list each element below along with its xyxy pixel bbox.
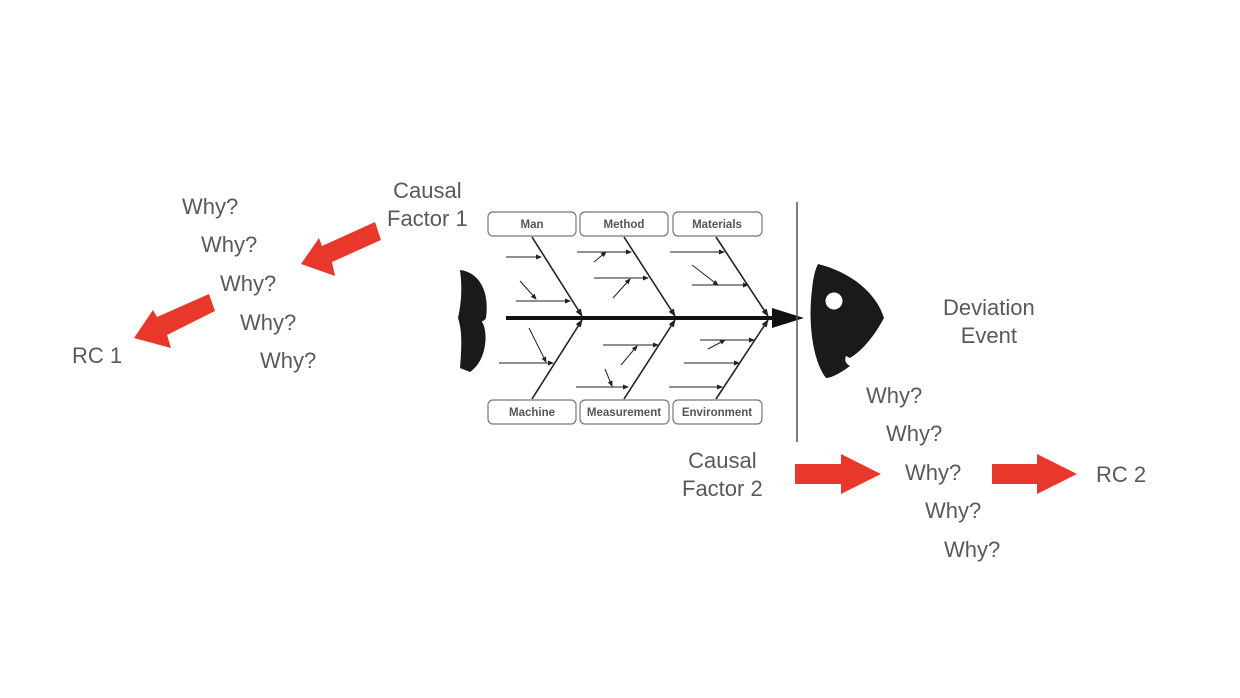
arrow-cf2-to-whys — [795, 454, 881, 494]
category-label: Measurement — [587, 407, 661, 419]
fish-tail-icon — [458, 270, 487, 372]
why-left-3: Why? — [220, 271, 277, 296]
deviation-event-line2: Event — [960, 323, 1017, 348]
causal-factor-1-line1: Causal — [393, 178, 462, 203]
root-cause-2: RC 2 — [1096, 462, 1147, 487]
causal-factor-1-line2: Factor 1 — [387, 206, 468, 231]
category-box-materials: Materials — [672, 211, 763, 237]
arrow-whys-to-rc2 — [992, 454, 1077, 494]
top-bones — [531, 236, 769, 317]
category-box-method: Method — [579, 211, 669, 237]
fish-head-icon — [810, 264, 884, 378]
arrow-cf1-to-whys — [301, 222, 381, 276]
why-right-5: Why? — [944, 537, 1001, 562]
sub-cause-arrows — [506, 249, 749, 304]
why-left-4: Why? — [240, 310, 297, 335]
causal-factor-2-line2: Factor 2 — [682, 476, 763, 501]
category-label: Method — [604, 219, 645, 231]
fish-eye-icon — [825, 292, 843, 310]
category-label: Environment — [682, 407, 752, 419]
why-right-2: Why? — [886, 421, 943, 446]
deviation-event-line1: Deviation — [943, 295, 1035, 320]
root-cause-1: RC 1 — [72, 343, 123, 368]
category-box-environment: Environment — [672, 399, 763, 425]
sub-cause-arrows-bottom — [499, 327, 755, 390]
deviation-event: Deviation Event — [943, 294, 1035, 350]
why-right-4: Why? — [925, 498, 982, 523]
why-left-1: Why? — [182, 194, 239, 219]
category-box-machine: Machine — [487, 399, 577, 425]
causal-factor-2-line1: Causal — [688, 448, 757, 473]
why-right-1: Why? — [866, 383, 923, 408]
causal-factor-2: Causal Factor 2 — [682, 447, 763, 503]
category-label: Man — [521, 219, 544, 231]
why-left-5: Why? — [260, 348, 317, 373]
spine-arrowhead — [772, 308, 804, 328]
bottom-bones — [531, 319, 769, 400]
category-label: Machine — [509, 407, 555, 419]
category-box-man: Man — [487, 211, 577, 237]
why-right-3: Why? — [905, 460, 962, 485]
category-box-measurement: Measurement — [579, 399, 670, 425]
arrow-whys-to-rc1 — [134, 294, 215, 348]
category-label: Materials — [692, 219, 742, 231]
causal-factor-1: Causal Factor 1 — [387, 177, 468, 233]
why-left-2: Why? — [201, 232, 258, 257]
